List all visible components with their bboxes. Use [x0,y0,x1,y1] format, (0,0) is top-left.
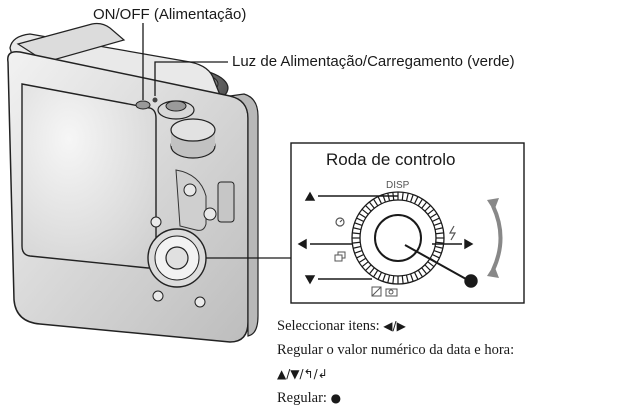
photo-creativity-icon [385,288,398,297]
wheel-panel: DISP [290,142,525,304]
wheel-tooth [424,205,431,212]
wheel-tooth [427,208,435,215]
wheel-tooth [373,269,379,278]
down-arrow-icon [304,275,316,285]
wheel-tooth [417,269,423,278]
flash-icon [448,225,457,241]
wheel-tooth [377,271,383,280]
direction-keys-icon: ▲/▼/↰/↲ [277,367,328,381]
power-lamp [152,97,158,103]
wheel-tooth [356,217,365,223]
wheel-tooth [421,201,428,209]
center-dot-glyph-icon: ● [330,391,342,405]
wheel-tooth [353,227,362,231]
wheel-tooth [413,196,419,205]
wheel-tooth [368,201,375,209]
wheel-tooth [354,222,363,227]
wheel-tooth [401,192,404,201]
wheel-tooth [377,196,383,205]
instruction-date: Regular o valor numérico da data e hora: [277,342,515,358]
wheel-tooth [409,194,414,203]
instruction-set: Regular: ● [277,390,342,406]
wheel-tooth [433,222,442,227]
wheel-tooth [387,193,391,202]
wheel-tooth [368,267,375,275]
burst-icon [334,251,346,262]
power-button [135,100,151,110]
menu-button [183,183,197,197]
wheel-tooth [354,249,363,254]
wheel-tooth [421,267,428,275]
wheel-tooth [392,275,395,284]
up-arrow-icon [304,191,316,201]
wheel-tooth [358,257,367,263]
wheel-tooth [365,205,372,212]
wheel-tooth [431,253,440,259]
rotate-arrow-icon [487,198,503,278]
left-right-arrows-icon: ◀/▶ [383,319,406,333]
left-arrow-icon [297,238,307,250]
wheel-tooth [405,274,409,283]
instructions: Seleccionar itens: ◀/▶ Regular o valor n… [277,314,514,410]
wheel-tooth [431,217,440,223]
wheel-panel-title: Roda de controlo [326,150,456,169]
wheel-tooth [433,249,442,254]
power-lamp-leader [154,61,228,96]
instruction-select: Seleccionar itens: ◀/▶ [277,318,406,334]
wheel-tooth [387,274,391,283]
self-timer-icon [335,217,345,227]
wheel-tooth [382,273,387,282]
wheel-tooth [353,245,362,249]
instruction-date-keys: ▲/▼/↰/↲ [277,362,514,386]
wheel-tooth [405,193,409,202]
wheel-tooth [358,213,367,219]
wheel-ring [351,191,445,285]
wheel-tooth [427,261,435,268]
exposure-comp-icon [371,286,382,297]
wheel-tooth [435,241,444,244]
wheel-tooth [352,241,361,244]
wheel-tooth [429,213,438,219]
callout-lines [142,23,291,259]
power-button-label: ON/OFF (Alimentação) [93,6,247,23]
power-lamp-label: Luz de Alimentação/Carregamento (verde) [232,53,515,70]
wheel-tooth [417,198,423,207]
wheel-tooth [435,232,444,235]
wheel-tooth [365,264,372,271]
wheel-tooth [373,198,379,207]
wheel-tooth [413,271,419,280]
right-arrow-icon [464,238,474,250]
wheel-tooth [409,273,414,282]
wheel-tooth [352,232,361,235]
camera-control-wheel [147,228,207,288]
wheel-tooth [434,227,443,231]
wheel-tooth [356,253,365,259]
camera-body [7,22,259,343]
wheel-tooth [361,208,369,215]
center-dot-icon [464,274,478,288]
wheel-tooth [401,275,404,284]
center-button [374,214,422,262]
wheel-tooth [424,264,431,271]
lcd-screen [21,83,157,269]
disp-label: DISP [386,180,410,191]
wheel-tooth [434,245,443,249]
wheel-tooth [361,261,369,268]
